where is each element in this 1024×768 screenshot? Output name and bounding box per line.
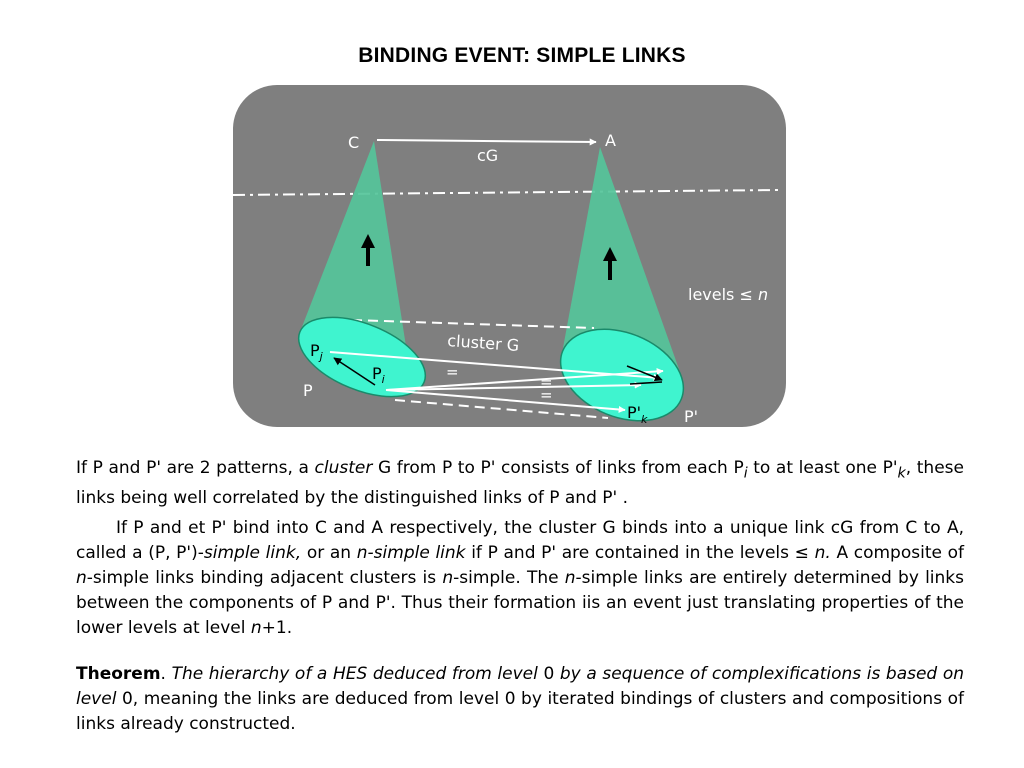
p2-t15: +1. — [261, 618, 293, 638]
p2-t14: n — [250, 618, 262, 638]
levels-n: n — [758, 285, 768, 304]
label-eq-1: = — [446, 363, 459, 381]
distinguished-link-Pi-Pj — [333, 357, 376, 386]
p3-t4: 0 — [543, 664, 555, 684]
p2-t6: n. — [814, 543, 831, 563]
Pi-sub: i — [382, 373, 385, 386]
Pk-base: P' — [627, 403, 641, 422]
label-Pi: Pi — [372, 364, 385, 386]
p3-t2: . — [160, 664, 172, 684]
p1-t7: , these links being well correlated by t… — [76, 458, 964, 509]
p2-t9: -simple links binding adjacent clusters … — [86, 568, 443, 588]
levels-prefix: levels ≤ — [688, 285, 758, 304]
p2-t4: n-simple link — [356, 543, 466, 563]
p3-t3: The hierarchy of a HES deduced from leve… — [171, 664, 544, 684]
right-cone — [563, 147, 680, 372]
up-arrow-left-icon — [361, 234, 375, 266]
p2-t10: n — [442, 568, 454, 588]
pattern-P-ellipse — [297, 316, 427, 398]
p3-t7: , meaning the links are deduced from lev… — [76, 689, 964, 734]
p2-t2: simple link, — [203, 543, 302, 563]
label-Pk: P'k — [627, 403, 648, 426]
label-Pprime: P' — [684, 407, 698, 426]
p1-t4: i — [743, 465, 748, 482]
p1-t6: k — [897, 465, 906, 482]
Pi-base: P — [372, 364, 382, 383]
p2-t5: if P and P' are contained in the levels … — [465, 543, 815, 563]
level-separator-line — [232, 189, 781, 196]
p1-t5: to at least one P' — [747, 458, 898, 478]
left-cone — [300, 141, 410, 372]
cluster-link-Pi-3 — [385, 389, 626, 413]
paragraph-cluster-definition: If P and P' are 2 patterns, a cluster G … — [76, 456, 964, 511]
p3-t1: Theorem — [76, 664, 161, 684]
paragraph-theorem: Theorem. The hierarchy of a HES deduced … — [76, 662, 964, 737]
up-arrow-right-icon — [603, 247, 617, 280]
p2-t11: -simple. The — [453, 568, 565, 588]
cluster-lower-dashed-line — [394, 399, 609, 419]
Pj-sub: j — [318, 350, 324, 363]
p1-t3: G from P to P' consists of links from ea… — [372, 458, 744, 478]
label-P: P — [303, 381, 313, 400]
p1-t1: If P and P' are 2 patterns, a — [76, 458, 315, 478]
Pj-base: P — [310, 341, 320, 360]
p2-t3: or an — [301, 543, 357, 563]
p1-t2: cluster — [314, 458, 373, 478]
distinguished-link-Pprime-1 — [626, 365, 663, 382]
label-eq-2: = — [540, 373, 553, 391]
label-levels: levels ≤ n — [688, 285, 768, 304]
p2-t7: A composite of — [830, 543, 965, 563]
label-eq-3: = — [540, 386, 553, 404]
p2-t13: -simple links are entirely determined by… — [76, 568, 964, 638]
label-C: C — [348, 133, 359, 152]
diagram-panel — [233, 85, 786, 427]
label-A: A — [605, 131, 616, 150]
Pk-sub: k — [641, 413, 648, 426]
label-cG: cG — [477, 146, 498, 165]
cluster-link-Pj — [329, 351, 661, 381]
label-cluster-G: cluster G — [447, 331, 520, 355]
binding-diagram: C A cG levels ≤ n cluster G = = = Pj Pi … — [232, 85, 786, 427]
p2-t1: If P and et P' bind into C and A respect… — [76, 518, 964, 563]
p2-t8: n — [76, 568, 87, 588]
paragraph-simple-link: If P and et P' bind into C and A respect… — [76, 516, 964, 641]
cluster-link-Pi-1 — [385, 367, 664, 391]
cG-link-arrow — [376, 138, 597, 146]
cluster-upper-dashed-line — [351, 319, 595, 329]
cluster-link-Pi-2 — [385, 381, 642, 391]
p3-t6: 0 — [121, 689, 133, 709]
p2-t12: n — [564, 568, 576, 588]
distinguished-link-Pprime-2 — [629, 381, 663, 385]
label-Pj: Pj — [310, 341, 324, 363]
slide-title: BINDING EVENT: SIMPLE LINKS — [358, 44, 686, 67]
p3-t5: by a sequence of complexifications is ba… — [76, 664, 964, 709]
